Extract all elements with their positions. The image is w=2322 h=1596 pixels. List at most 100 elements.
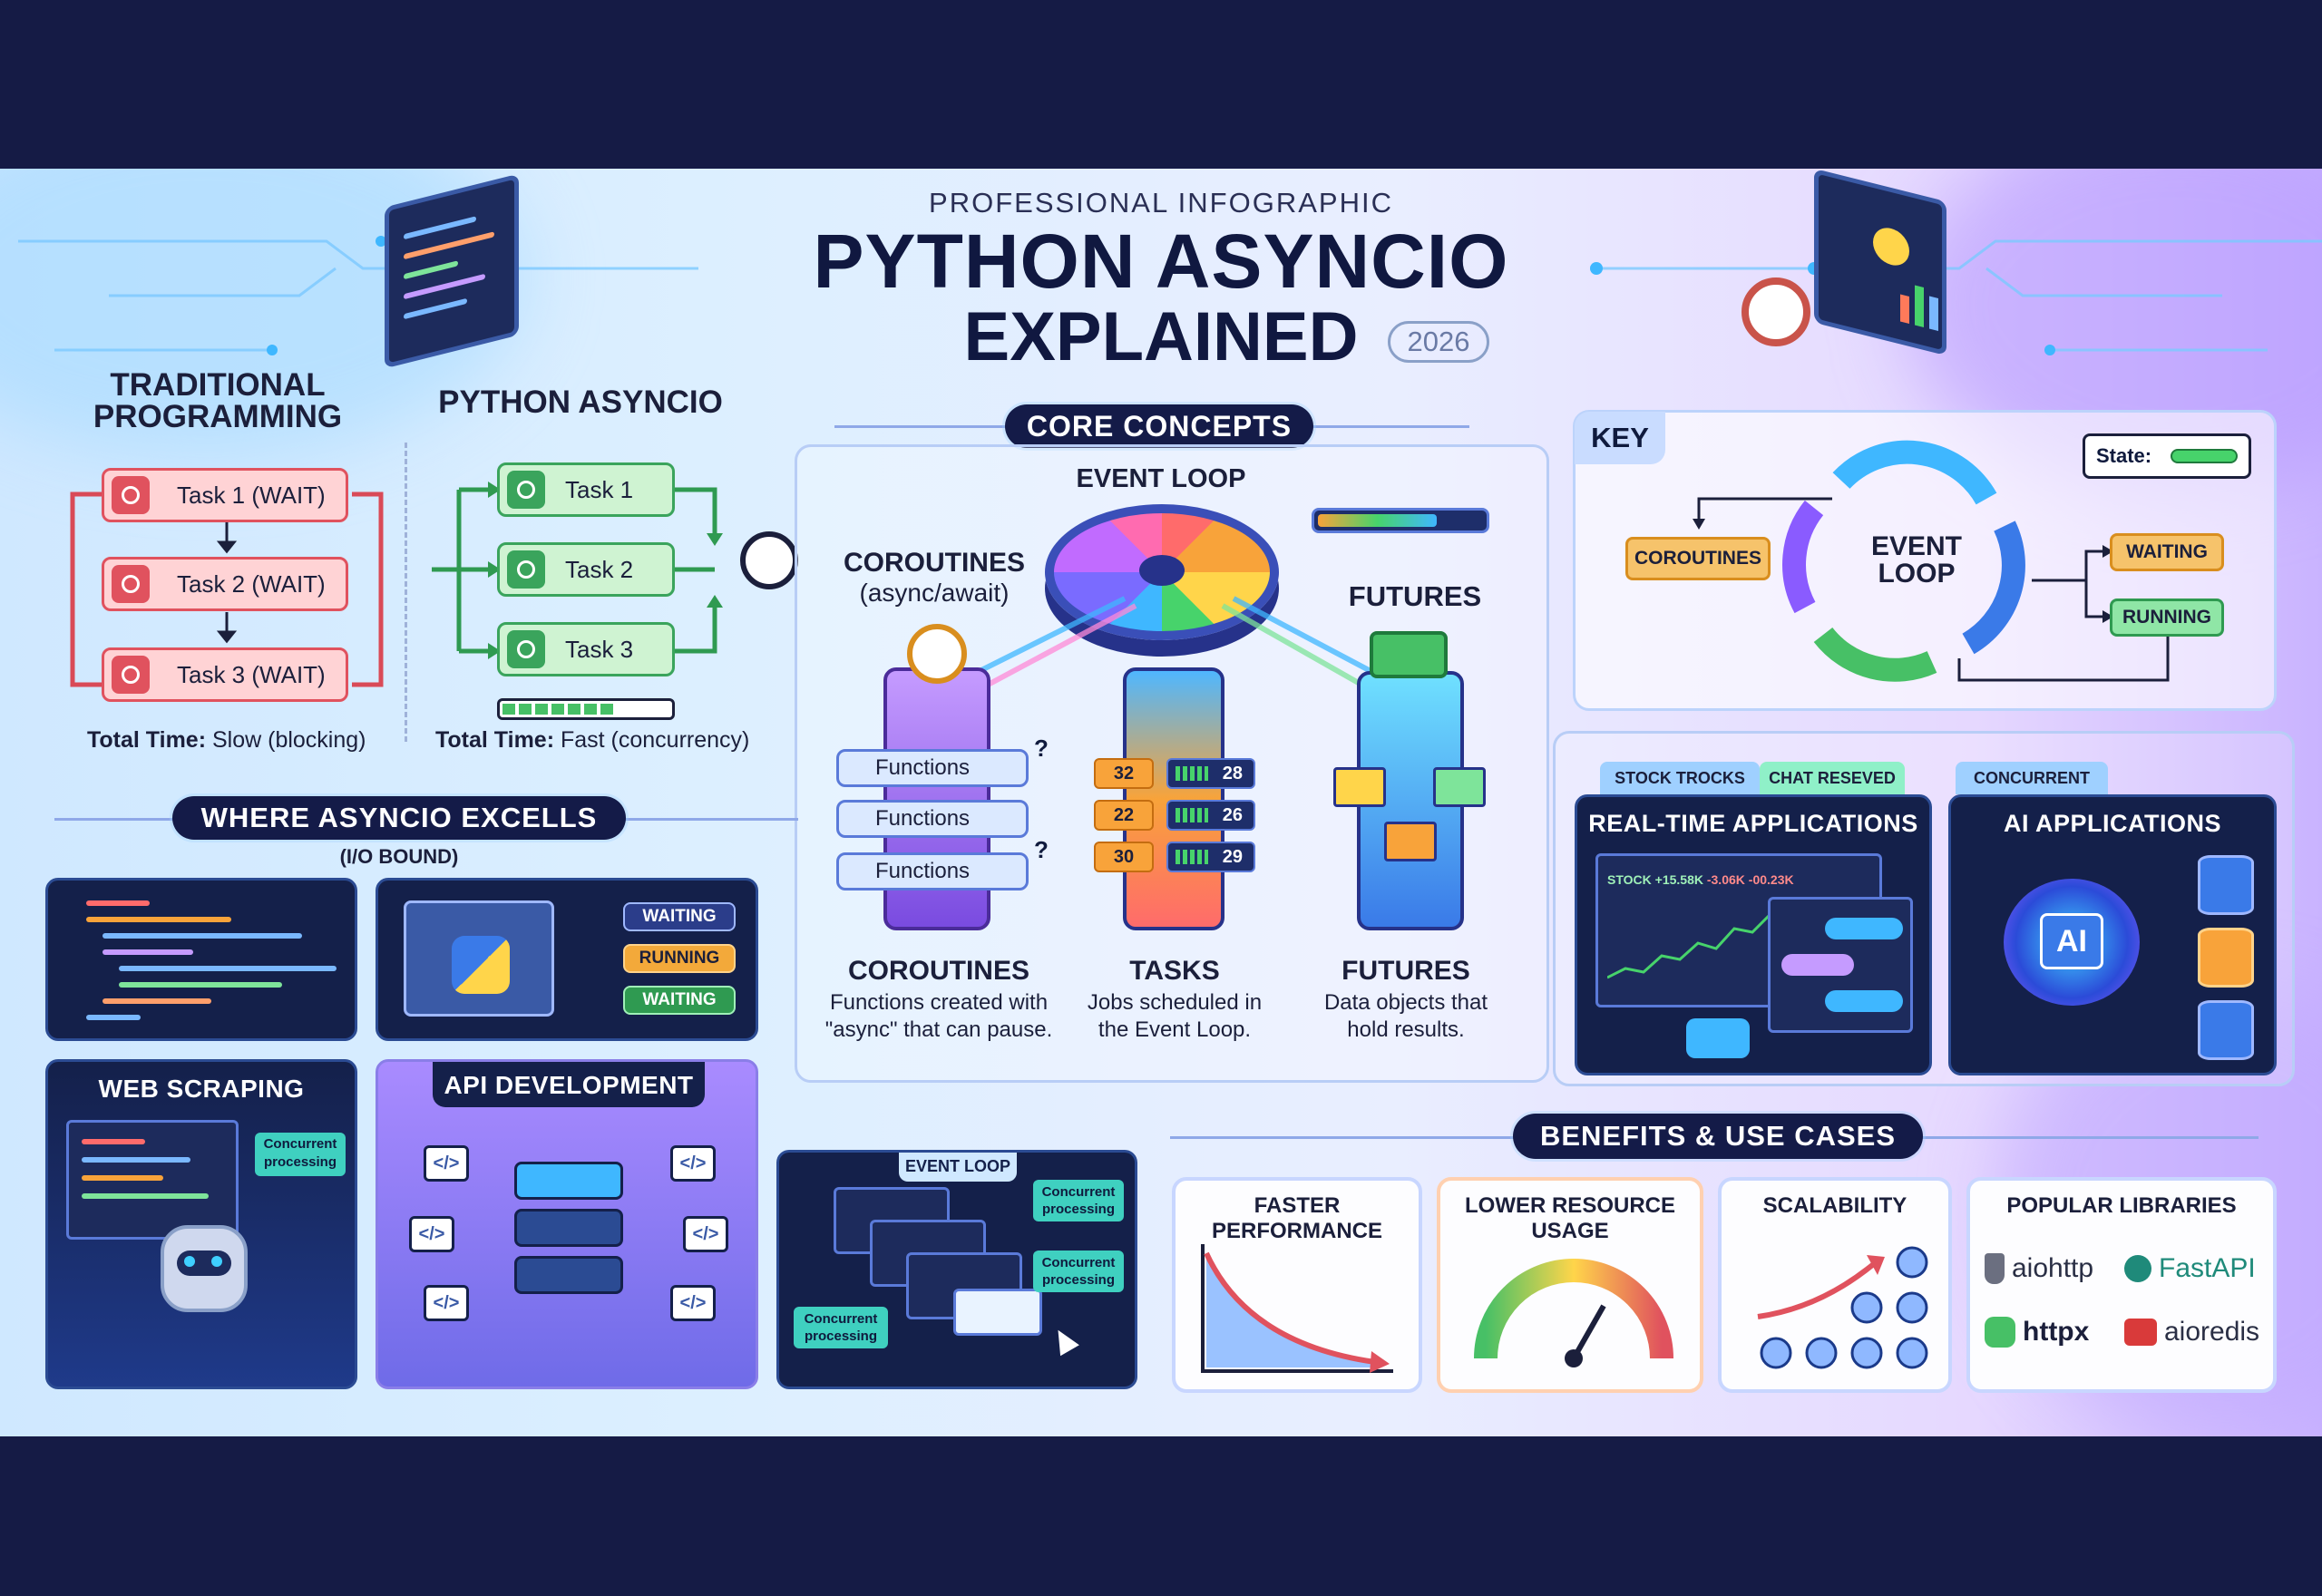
- library-name: aioredis: [2164, 1317, 2260, 1347]
- stock-label-text: STOCK: [1607, 872, 1652, 887]
- gauge-icon: [1474, 1259, 1673, 1367]
- database-icon: [2198, 855, 2254, 915]
- note-line: processing: [1041, 1202, 1116, 1217]
- coroutine-function-2: Functions: [836, 800, 1029, 838]
- traditional-flow-arrows: [70, 491, 384, 687]
- progress-bar: [497, 698, 675, 720]
- benefit-title: SCALABILITY: [1762, 1193, 1907, 1218]
- futures-column-desc2: hold results.: [1347, 1017, 1465, 1042]
- state-waiting: WAITING: [623, 902, 736, 931]
- task-progress-value: 28: [1222, 764, 1243, 783]
- stock-value: +15.58K: [1654, 872, 1703, 887]
- excels-badge: WHERE ASYNCIO EXCELLS: [172, 796, 626, 840]
- coroutine-pillar: [883, 667, 990, 930]
- kicker-text: PROFESSIONAL INFOGRAPHIC: [929, 187, 1393, 219]
- key-running-box: RUNNING: [2110, 598, 2224, 637]
- server-stack-icon: [514, 1162, 623, 1298]
- light-beams: [960, 596, 1390, 692]
- task-pillar: [1123, 667, 1224, 930]
- faster-performance-card: FASTER PERFORMANCE: [1172, 1177, 1422, 1393]
- task-progress: 28: [1166, 758, 1255, 789]
- browser-window: [66, 1120, 239, 1240]
- ai-apps-card: AI APPLICATIONS AI: [1948, 794, 2277, 1075]
- stock-label: STOCK +15.58K -3.06K -00.23K: [1607, 872, 1794, 887]
- popular-libraries-card: POPULAR LIBRARIES aiohttp FastAPI httpx …: [1966, 1177, 2277, 1393]
- stock-candles: [1607, 903, 1789, 979]
- state-running: RUNNING: [623, 944, 736, 973]
- stopwatch-icon: [740, 531, 798, 589]
- concurrent-note: Concurrent processing: [1033, 1251, 1124, 1292]
- event-loop-label: EVENT LOOP: [1076, 464, 1246, 493]
- library-aiohttp: aiohttp: [1985, 1253, 2093, 1284]
- event-loop-tag: EVENT LOOP: [899, 1153, 1017, 1182]
- window-panel: [953, 1289, 1042, 1336]
- page-title-line2: EXPLAINED: [963, 298, 1359, 375]
- butterfly-icon: [1985, 1317, 2015, 1348]
- clock-icon: [907, 624, 967, 684]
- task-progress: 26: [1166, 800, 1255, 831]
- note-line: Concurrent: [1041, 1184, 1116, 1200]
- tasks-column-title: TASKS: [1129, 956, 1220, 986]
- note-line: processing: [804, 1328, 878, 1344]
- redis-icon: [2124, 1319, 2157, 1346]
- scalability-card: SCALABILITY: [1718, 1177, 1952, 1393]
- money-stack-icon: [1370, 631, 1448, 678]
- python-state-card: WAITING RUNNING WAITING: [376, 878, 758, 1041]
- concurrent-note: Concurrent processing: [255, 1133, 346, 1176]
- gear-icon: [507, 630, 545, 668]
- task-label: Task 2 (WAIT): [177, 569, 326, 598]
- task-label: Task 3: [565, 635, 634, 663]
- tab-concurrent: CONCURRENT: [1956, 762, 2108, 794]
- code-tag-icon: </>: [683, 1216, 728, 1252]
- total-value: Slow (blocking): [211, 727, 366, 753]
- state-swatch: [2171, 449, 2238, 463]
- python-window: [404, 900, 554, 1017]
- gear-icon: [112, 565, 150, 603]
- api-development-card: API DEVELOPMENT </> </> </> </> </> </>: [376, 1059, 758, 1389]
- web-scraping-title: WEB SCRAPING: [98, 1075, 305, 1103]
- chat-window: [1768, 897, 1913, 1033]
- key-title: KEY: [1575, 412, 1665, 464]
- coroutine-function-1: Functions: [836, 749, 1029, 787]
- asyncio-title: PYTHON ASYNCIO: [438, 384, 723, 420]
- cursor-icon: [1049, 1324, 1079, 1357]
- python-logo-icon: [452, 936, 510, 994]
- envelope-icon: [1384, 822, 1437, 861]
- ai-chip: AI: [2040, 913, 2103, 969]
- tasks-column-desc2: the Event Loop.: [1098, 1017, 1252, 1042]
- stopwatch-icon: [1742, 277, 1810, 346]
- task-number: 32: [1094, 758, 1154, 789]
- year-badge: 2026: [1388, 321, 1489, 363]
- traditional-total-time: Total Time: Slow (blocking): [87, 727, 395, 754]
- web-scraping-card: WEB SCRAPING Concurrent processing: [45, 1059, 357, 1389]
- ai-title: AI APPLICATIONS: [2003, 810, 2221, 837]
- benefit-title: FASTER PERFORMANCE: [1211, 1193, 1382, 1243]
- core-concepts-badge: CORE CONCEPTS: [1005, 404, 1313, 448]
- benefits-badge: BENEFITS & USE CASES: [1513, 1114, 1923, 1159]
- traditional-title-line2: PROGRAMMING: [93, 399, 343, 434]
- function-label: Functions: [875, 859, 971, 883]
- api-development-title: API DEVELOPMENT: [444, 1071, 694, 1099]
- divider-dashed: [405, 443, 407, 742]
- traditional-task-3: Task 3 (WAIT): [102, 647, 348, 702]
- library-httpx: httpx: [1985, 1317, 2089, 1348]
- coroutines-label: COROUTINES: [843, 548, 1025, 578]
- event-loop-hub: [1139, 555, 1185, 586]
- task-progress: 29: [1166, 842, 1255, 872]
- note-line: Concurrent: [1041, 1255, 1116, 1270]
- traditional-task-2: Task 2 (WAIT): [102, 557, 348, 611]
- library-fastapi: FastAPI: [2124, 1253, 2256, 1284]
- fastapi-icon: [2124, 1255, 2151, 1282]
- key-coroutines-box: COROUTINES: [1625, 537, 1771, 580]
- loop-progress-bar: [1312, 508, 1489, 533]
- task-label: Task 3 (WAIT): [177, 660, 326, 688]
- key-cycle-diagram: [1693, 440, 2170, 682]
- code-tag-icon: </>: [424, 1285, 469, 1321]
- lower-resource-usage-card: LOWER RESOURCE USAGE: [1437, 1177, 1703, 1393]
- key-waiting-box: WAITING: [2110, 533, 2224, 571]
- tab-stock: STOCK TROCKS: [1600, 762, 1760, 794]
- coroutines-column-title: COROUTINES: [847, 956, 1029, 986]
- code-tag-icon: </>: [424, 1145, 469, 1182]
- note-line: Concurrent: [804, 1311, 878, 1327]
- asyncio-task-2: Task 2: [497, 542, 675, 597]
